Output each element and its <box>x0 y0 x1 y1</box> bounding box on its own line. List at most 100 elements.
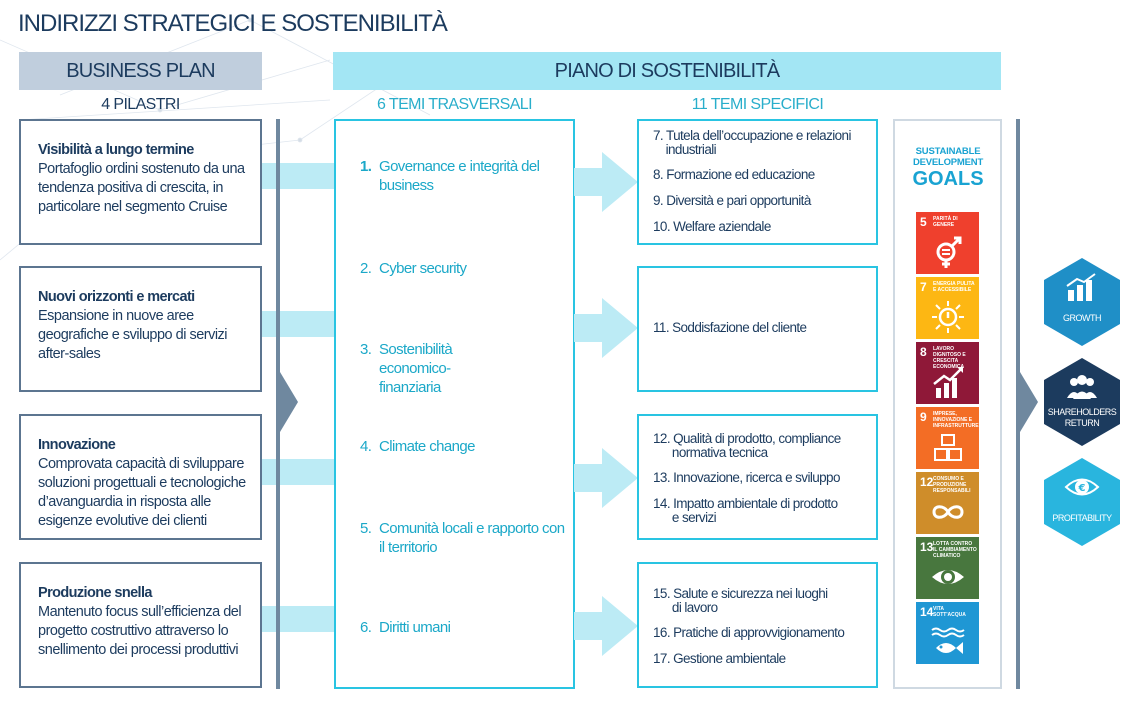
pillar-card: Innovazione Comprovata capacità di svilu… <box>19 414 262 540</box>
theme-number: 5. <box>360 520 372 537</box>
pillar-title: Innovazione <box>38 437 116 453</box>
arrow-right-icon <box>574 298 638 358</box>
arrow-right-icon <box>574 152 638 212</box>
sustainability-plan-banner: PIANO DI SOSTENIBILITÀ <box>333 52 1001 90</box>
theme-number: 1. <box>360 158 372 175</box>
chevron-right-icon <box>280 372 298 432</box>
specific-theme: 13. Innovazione, ricerca e sviluppo <box>653 470 840 485</box>
sdg-label: VITA SOTT'ACQUA <box>933 606 966 618</box>
infrastructure-icon <box>934 434 962 461</box>
specific-themes-box <box>637 562 878 688</box>
climate-eye-icon <box>932 570 964 584</box>
transversal-theme: 1. Governance e integrità del business <box>360 157 565 195</box>
connector-band <box>262 606 337 632</box>
sdg-tile: 5 PARITÀ DI GENERE <box>916 212 979 274</box>
specific-theme: 16. Pratiche di approvvigionamento <box>653 625 845 640</box>
sdg-number: 12 <box>920 475 934 489</box>
separator-bar <box>276 119 280 689</box>
infinity-icon <box>932 505 964 519</box>
arrow-right-icon <box>574 596 638 656</box>
sdg-logo-goals: GOALS <box>912 168 984 190</box>
pillar-text: Mantenuto focus sull’efficienza del prog… <box>38 604 242 658</box>
outcome-label: GROWTH <box>1063 313 1102 323</box>
specific-themes-box <box>637 266 878 392</box>
sdg-number: 13 <box>920 540 934 554</box>
sdg-logo-line: DEVELOPMENT <box>912 157 984 168</box>
sdg-label: IMPRESE, INNOVAZIONE E INFRASTRUTTURE <box>933 411 979 429</box>
sdg-tile: 8 LAVORO DIGNITOSO E CRESCITA ECONOMICA <box>916 342 979 404</box>
pillar-title: Visibilità a lungo termine <box>38 142 194 158</box>
transversal-theme: 6. Diritti umani <box>360 618 565 637</box>
theme-text: Sostenibilità economico-finanziaria <box>379 341 453 396</box>
sdg-tile: 14 VITA SOTT'ACQUA <box>916 602 979 664</box>
theme-number: 6. <box>360 619 372 636</box>
connector-band <box>262 163 337 189</box>
sdg-tile: 9 IMPRESE, INNOVAZIONE E INFRASTRUTTURE <box>916 407 979 469</box>
connector-band <box>262 311 337 337</box>
specific-theme: 11. Soddisfazione del cliente <box>653 320 807 335</box>
svg-text:€: € <box>1078 483 1086 494</box>
specific-theme: 10. Welfare aziendale <box>653 219 771 234</box>
outcome-label: PROFITABILITY <box>1052 513 1112 523</box>
theme-text: Comunità locali e rapporto con il territ… <box>379 520 565 556</box>
transversal-theme: 3. Sostenibilità economico-finanziaria <box>360 340 565 397</box>
specific-theme: 9. Diversità e pari opportunità <box>653 193 811 208</box>
pillars-heading: 4 PILASTRI <box>101 96 180 113</box>
connector-band <box>262 459 337 485</box>
sdg-label: ENERGIA PULITA E ACCESSIBILE <box>933 281 975 293</box>
fish-icon <box>931 627 965 654</box>
specific-theme: 14. Impatto ambientale di prodotto e ser… <box>653 496 838 525</box>
specific-themes-box <box>637 414 878 540</box>
sdg-tile: 7 ENERGIA PULITA E ACCESSIBILE <box>916 277 979 339</box>
transversal-theme: 5. Comunità locali e rapporto con il ter… <box>360 519 565 557</box>
shareholders-icon <box>1067 375 1097 399</box>
arrow-right-icon <box>574 448 638 508</box>
separator-bar <box>1016 119 1020 689</box>
pillar-card: Visibilità a lungo termine Portafoglio o… <box>19 119 262 245</box>
clean-energy-icon <box>932 301 964 333</box>
page-title: INDIRIZZI STRATEGICI E SOSTENIBILITÀ <box>18 10 448 37</box>
business-plan-banner: BUSINESS PLAN <box>19 52 262 90</box>
sdg-tile: 12 CONSUMO E PRODUZIONE RESPONSABILI <box>916 472 979 534</box>
pillar-card: Nuovi orizzonti e mercati Espansione in … <box>19 266 262 392</box>
theme-number: 3. <box>360 341 372 358</box>
theme-number: 4. <box>360 438 372 455</box>
theme-number: 2. <box>360 260 372 277</box>
sdg-number: 8 <box>920 345 927 359</box>
theme-text: Cyber security <box>379 260 467 277</box>
outcome-label: SHAREHOLDERS RETURN <box>1047 407 1117 428</box>
specific-theme: 12. Qualità di prodotto, compliance norm… <box>653 431 841 460</box>
sdg-number: 9 <box>920 410 927 424</box>
pillar-text: Comprovata capacità di sviluppare soluzi… <box>38 456 246 529</box>
gender-equality-icon <box>936 236 962 268</box>
chevron-right-icon <box>1020 372 1038 432</box>
transversal-theme: 4. Climate change <box>360 437 565 456</box>
sdg-number: 14 <box>920 605 934 619</box>
growth-chart-icon <box>1066 273 1096 301</box>
sdg-number: 5 <box>920 215 927 229</box>
specific-theme: 8. Formazione ed educazione <box>653 167 815 182</box>
specific-theme: 17. Gestione ambientale <box>653 651 786 666</box>
specific-themes-heading: 11 TEMI SPECIFICI <box>691 96 824 113</box>
sdg-label: LAVORO DIGNITOSO E CRESCITA ECONOMICA <box>933 346 966 370</box>
sdg-label: PARITÀ DI GENERE <box>933 216 958 228</box>
pillar-title: Produzione snella <box>38 585 152 601</box>
sdg-logo-line: SUSTAINABLE <box>915 146 981 157</box>
specific-themes-box <box>637 119 878 245</box>
transversal-theme: 2. Cyber security <box>360 259 565 278</box>
specific-theme: 15. Salute e sicurezza nei luoghi di lav… <box>653 586 828 615</box>
sdg-label: LOTTA CONTRO IL CAMBIAMENTO CLIMATICO <box>933 541 977 559</box>
profitability-eye-icon: € <box>1064 478 1100 496</box>
theme-text: Governance e integrità del business <box>379 158 540 194</box>
pillar-card: Produzione snella Mantenuto focus sull’e… <box>19 562 262 688</box>
economic-growth-icon <box>933 367 963 398</box>
sdg-tile: 13 LOTTA CONTRO IL CAMBIAMENTO CLIMATICO <box>916 537 979 599</box>
sdg-label: CONSUMO E PRODUZIONE RESPONSABILI <box>933 476 971 494</box>
transversal-themes-box <box>334 119 575 689</box>
pillar-text: Portafoglio ordini sostenuto da una tend… <box>38 161 245 215</box>
pillar-text: Espansione in nuove aree geografiche e s… <box>38 308 228 362</box>
transversal-themes-heading: 6 TEMI TRASVERSALI <box>377 96 532 113</box>
sdg-logo: SUSTAINABLE DEVELOPMENT GOALS <box>905 146 991 190</box>
theme-text: Diritti umani <box>379 619 451 636</box>
specific-theme: 7. Tutela dell’occupazione e relazioni i… <box>653 128 851 157</box>
